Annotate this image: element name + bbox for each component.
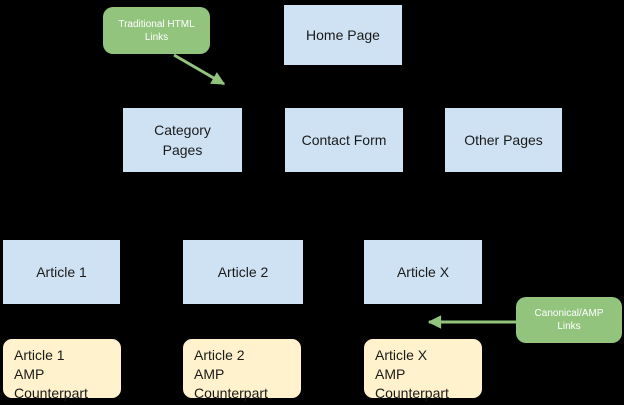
node-article-2: Article 2 bbox=[182, 239, 304, 305]
node-article-2-amp-counterpart: Article 2 AMP Counterpart bbox=[182, 338, 302, 401]
node-article-1-amp-counterpart: Article 1 AMP Counterpart bbox=[2, 338, 122, 401]
node-other-pages: Other Pages bbox=[444, 107, 563, 173]
node-home-page: Home Page bbox=[283, 4, 403, 66]
annotation-canonical-amp-links: Canonical/AMP Links bbox=[516, 297, 622, 343]
node-contact-form: Contact Form bbox=[284, 107, 404, 173]
traditional-links-arrow bbox=[173, 53, 226, 86]
node-article-x-amp-counterpart: Article X AMP Counterpart bbox=[363, 338, 483, 401]
node-article-x: Article X bbox=[363, 239, 483, 305]
node-article-1: Article 1 bbox=[2, 239, 121, 305]
node-category-pages: Category Pages bbox=[122, 107, 243, 173]
annotation-traditional-html-links: Traditional HTML Links bbox=[103, 7, 210, 54]
